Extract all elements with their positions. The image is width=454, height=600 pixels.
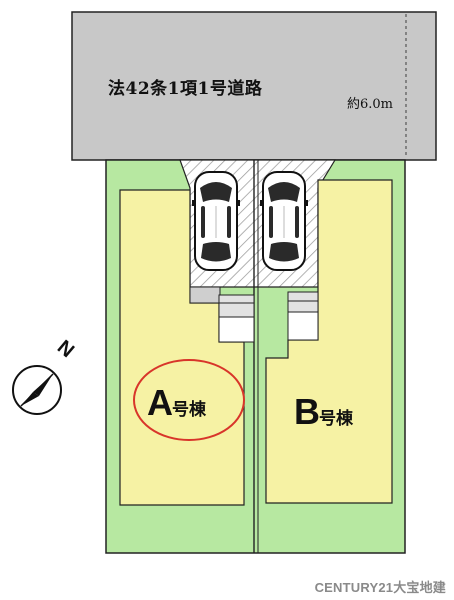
lot-a-label: A号棟 [147, 382, 206, 424]
road-label: 法42条1項1号道路 [108, 79, 263, 99]
road-width-label: 約6.0m [347, 97, 394, 112]
lot-a-highlight-ring [133, 359, 245, 441]
entrance-step-b2 [287, 311, 319, 341]
car-icon [259, 171, 309, 271]
lot-b-letter: B [294, 391, 320, 432]
entrance-step-b1 [287, 291, 319, 313]
car-icon [191, 171, 241, 271]
lot-a-suffix: 号棟 [172, 400, 206, 419]
lot-a-letter: A [147, 382, 173, 423]
entrance-step-a2 [218, 294, 255, 318]
lot-b-suffix: 号棟 [319, 409, 353, 428]
north-arrow-icon [12, 365, 62, 415]
lot-b-label: B号棟 [294, 391, 353, 433]
road [71, 11, 437, 161]
entrance-step-a1 [189, 286, 221, 304]
brand-watermark: CENTURY21大宝地建 [314, 580, 446, 595]
entrance-step-a3 [218, 316, 255, 343]
